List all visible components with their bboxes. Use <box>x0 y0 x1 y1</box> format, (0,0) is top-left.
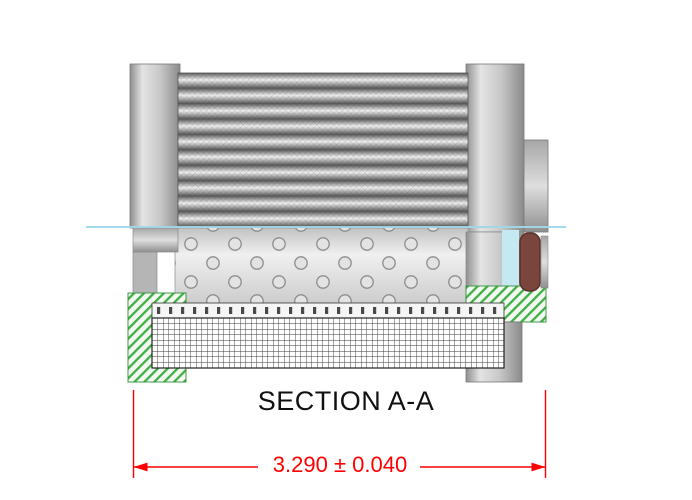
hole-strip <box>151 302 505 319</box>
section-title: SECTION A-A <box>257 386 435 416</box>
right-end-cap <box>465 63 525 233</box>
perforated-core <box>174 227 469 305</box>
mesh-band <box>151 317 505 369</box>
right-hub <box>523 139 549 233</box>
dimension-annotation <box>132 390 547 478</box>
pleated-media <box>177 72 469 228</box>
left-end-cap <box>129 63 181 229</box>
cyan-spacer <box>502 230 519 290</box>
oring-seal <box>519 232 549 292</box>
hub-edge <box>540 235 549 289</box>
end-caps-top <box>129 63 549 233</box>
arrow-right-icon <box>531 462 546 472</box>
left-cap-lower <box>132 227 179 299</box>
arrow-left-icon <box>133 462 148 472</box>
dimension-value: 3.290 ± 0.040 <box>272 452 408 477</box>
right-cap-lower <box>465 230 525 290</box>
